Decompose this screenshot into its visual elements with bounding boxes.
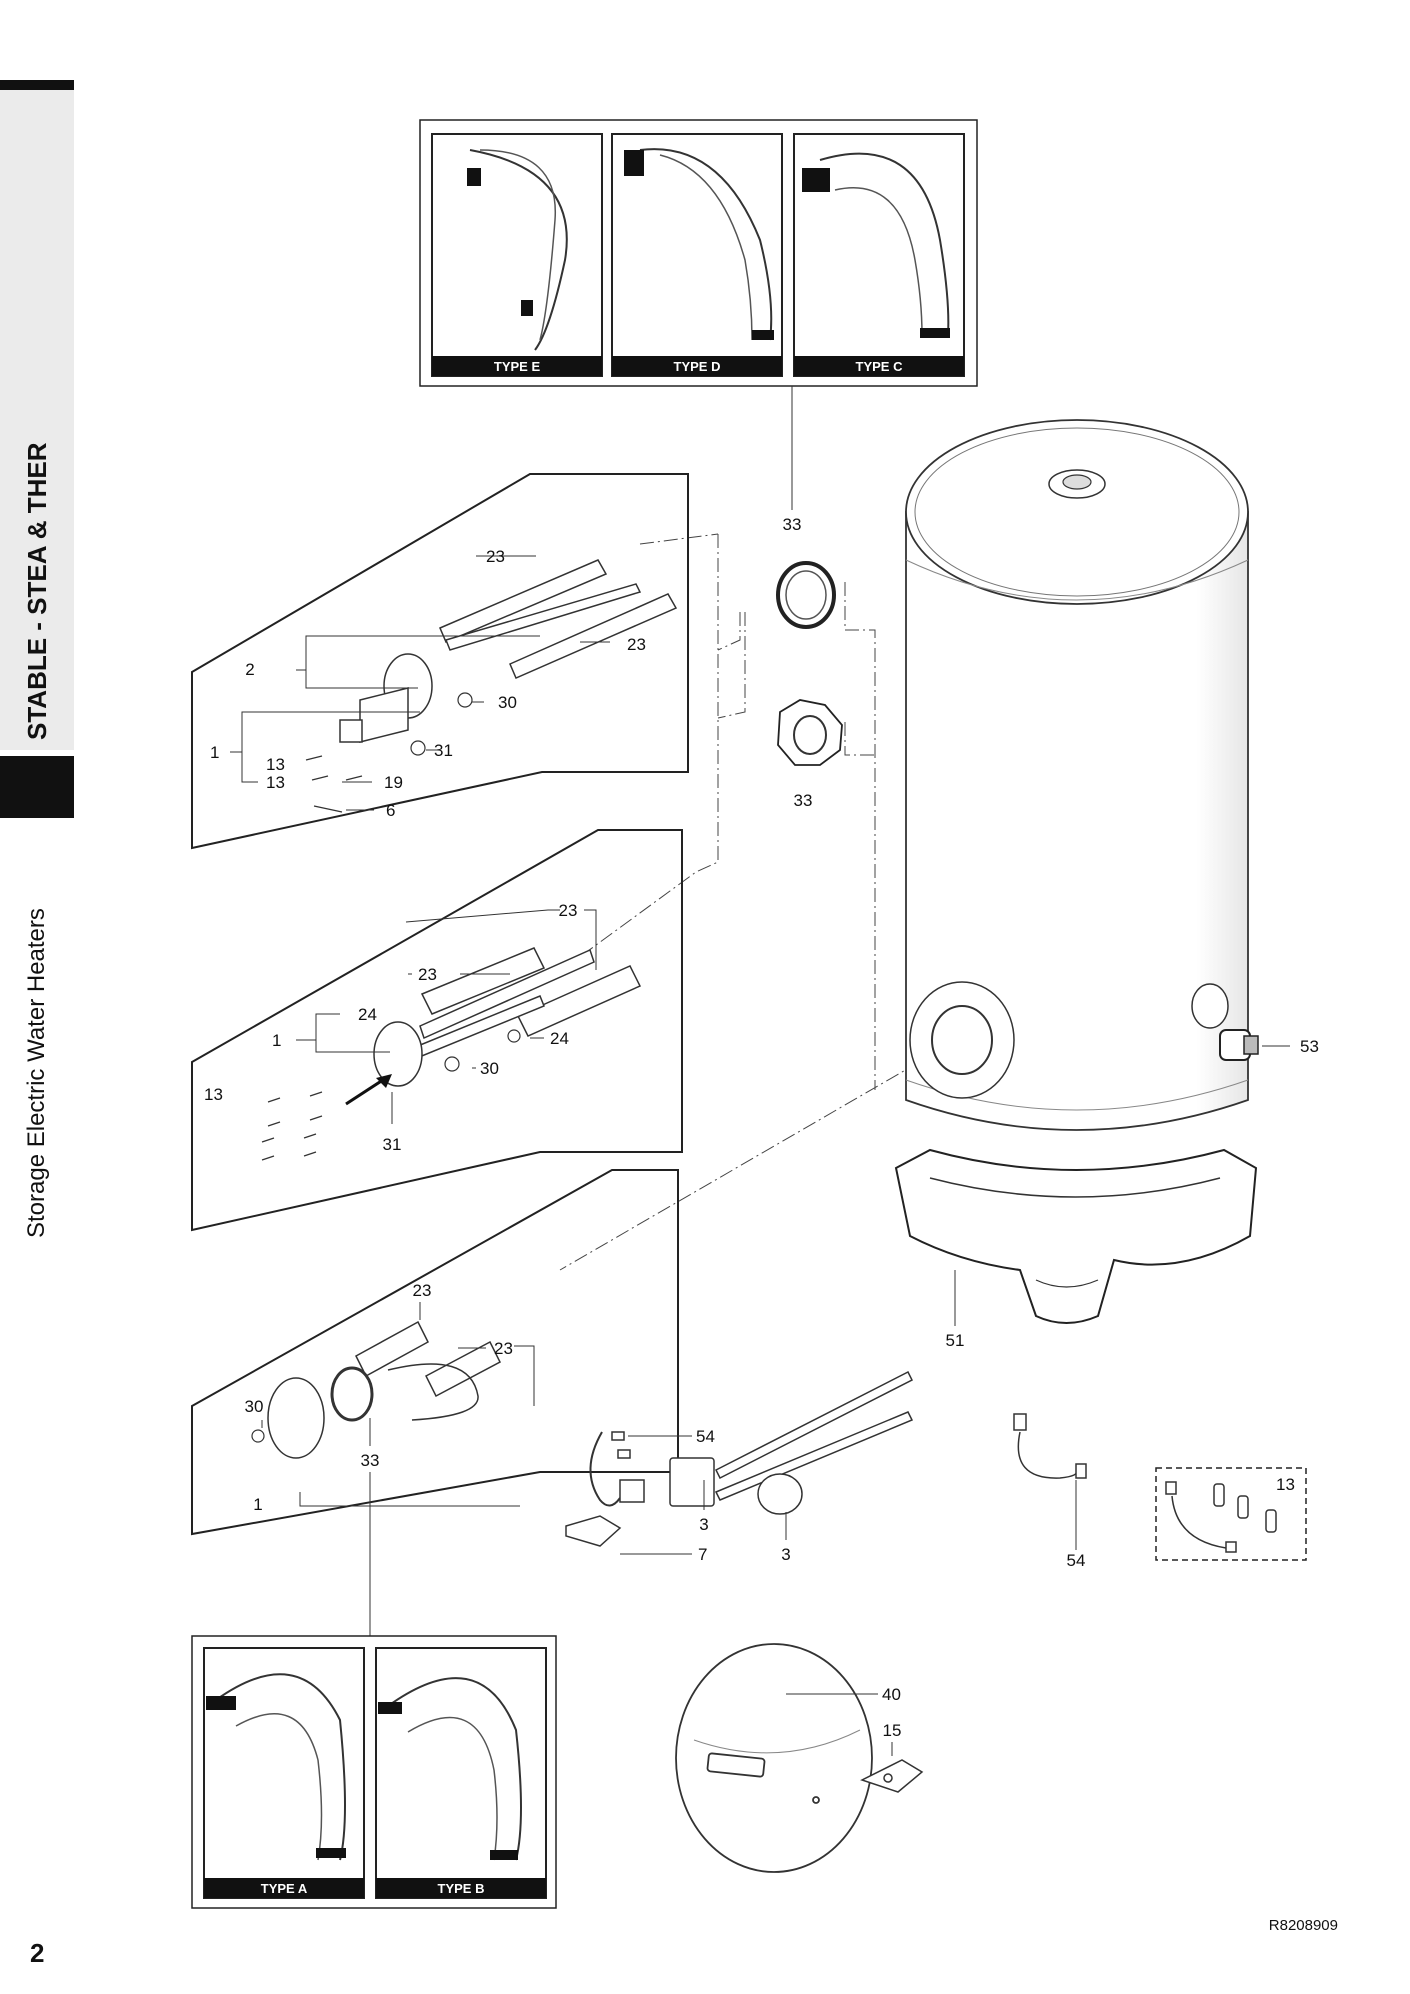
part-label-b-23-lower: 23 bbox=[418, 965, 437, 984]
part-label-b-24-right: 24 bbox=[550, 1029, 569, 1048]
part-label-3-left: 3 bbox=[699, 1515, 708, 1534]
gasket-type-e-label: TYPE E bbox=[494, 359, 541, 374]
part-label-c-1: 1 bbox=[253, 1495, 262, 1514]
earth-cable-part bbox=[1013, 1413, 1087, 1479]
part-label-b-24-left: 24 bbox=[358, 1005, 377, 1024]
element-assembly-a-panel bbox=[191, 473, 689, 850]
part-label-c-23-lower: 23 bbox=[494, 1339, 513, 1358]
part-label-a-6: 6 bbox=[386, 801, 395, 820]
part-label-b-1: 1 bbox=[272, 1031, 281, 1050]
connector-lines bbox=[539, 533, 941, 1271]
sidebar-top-bar bbox=[0, 80, 74, 90]
sidebar-black-tab bbox=[0, 756, 74, 818]
part-label-53: 53 bbox=[1300, 1037, 1319, 1056]
part-label-40: 40 bbox=[882, 1685, 901, 1704]
part-label-7: 7 bbox=[698, 1545, 707, 1564]
sidebar-title: STABLE - STEA & THER bbox=[22, 442, 52, 740]
part-label-a-31: 31 bbox=[434, 741, 453, 760]
part-label-c-33: 33 bbox=[361, 1451, 380, 1470]
part-label-b-30: 30 bbox=[480, 1059, 499, 1078]
sidebar: STABLE - STEA & THER Storage Electric Wa… bbox=[0, 80, 74, 1238]
gasket-type-b: TYPE B bbox=[375, 1647, 547, 1899]
part-label-13-kit: 13 bbox=[1276, 1475, 1295, 1494]
part-label-b-13: 13 bbox=[204, 1085, 223, 1104]
sidebar-subtitle: Storage Electric Water Heaters bbox=[23, 908, 50, 1238]
element-port bbox=[909, 981, 1015, 1099]
flange-plate-part bbox=[777, 699, 843, 766]
gasket-type-e: TYPE E bbox=[431, 133, 603, 377]
gasket-type-c-label: TYPE C bbox=[856, 359, 904, 374]
part-label-a-30: 30 bbox=[498, 693, 517, 712]
gasket-type-b-label: TYPE B bbox=[438, 1881, 485, 1896]
gasket-ring-part bbox=[776, 561, 836, 629]
tank-stand-base bbox=[894, 1148, 1258, 1324]
part-label-a-1: 1 bbox=[210, 743, 219, 762]
part-label-a-19: 19 bbox=[384, 773, 403, 792]
gasket-type-c: TYPE C bbox=[793, 133, 965, 377]
gasket-types-top-panel: TYPE E TYPE D TYPE C bbox=[419, 119, 978, 387]
part-label-a-2: 2 bbox=[245, 660, 254, 679]
part-label-a-23-upper: 23 bbox=[486, 547, 505, 566]
part-label-c-23-upper: 23 bbox=[413, 1281, 432, 1300]
part-label-33-mid: 33 bbox=[794, 791, 813, 810]
part-label-51: 51 bbox=[946, 1331, 965, 1350]
gasket-type-a-label: TYPE A bbox=[261, 1881, 308, 1896]
page-number: 2 bbox=[30, 1938, 44, 1968]
water-heater-tank bbox=[905, 419, 1259, 1131]
element-assembly-b-panel bbox=[191, 829, 683, 1232]
gasket-type-d: TYPE D bbox=[611, 133, 783, 377]
cover-clip-part bbox=[860, 1759, 924, 1793]
element-assembly-c-panel bbox=[191, 1169, 679, 1536]
part-label-b-23-upper: 23 bbox=[559, 901, 578, 920]
part-label-c-30: 30 bbox=[245, 1397, 264, 1416]
part-label-b-31: 31 bbox=[383, 1135, 402, 1154]
gasket-types-bottom-panel: TYPE A TYPE B bbox=[191, 1635, 557, 1909]
document-reference: R8208909 bbox=[1269, 1917, 1338, 1934]
part-label-54-right: 54 bbox=[1067, 1551, 1086, 1570]
terminal-cover-part bbox=[675, 1643, 873, 1873]
gasket-type-a: TYPE A bbox=[203, 1647, 365, 1899]
part-label-a-23-lower: 23 bbox=[627, 635, 646, 654]
part-label-54-left: 54 bbox=[696, 1427, 715, 1446]
part-label-15: 15 bbox=[883, 1721, 902, 1740]
part-label-3-right: 3 bbox=[781, 1545, 790, 1564]
part-label-33-top: 33 bbox=[783, 515, 802, 534]
part-label-a-13-upper: 13 bbox=[266, 755, 285, 774]
sidebar-title-band bbox=[0, 90, 74, 750]
gasket-type-d-label: TYPE D bbox=[674, 359, 721, 374]
part-label-a-13-lower: 13 bbox=[266, 773, 285, 792]
thermostat-parts bbox=[565, 1370, 914, 1547]
link-kit-box bbox=[1155, 1467, 1307, 1561]
